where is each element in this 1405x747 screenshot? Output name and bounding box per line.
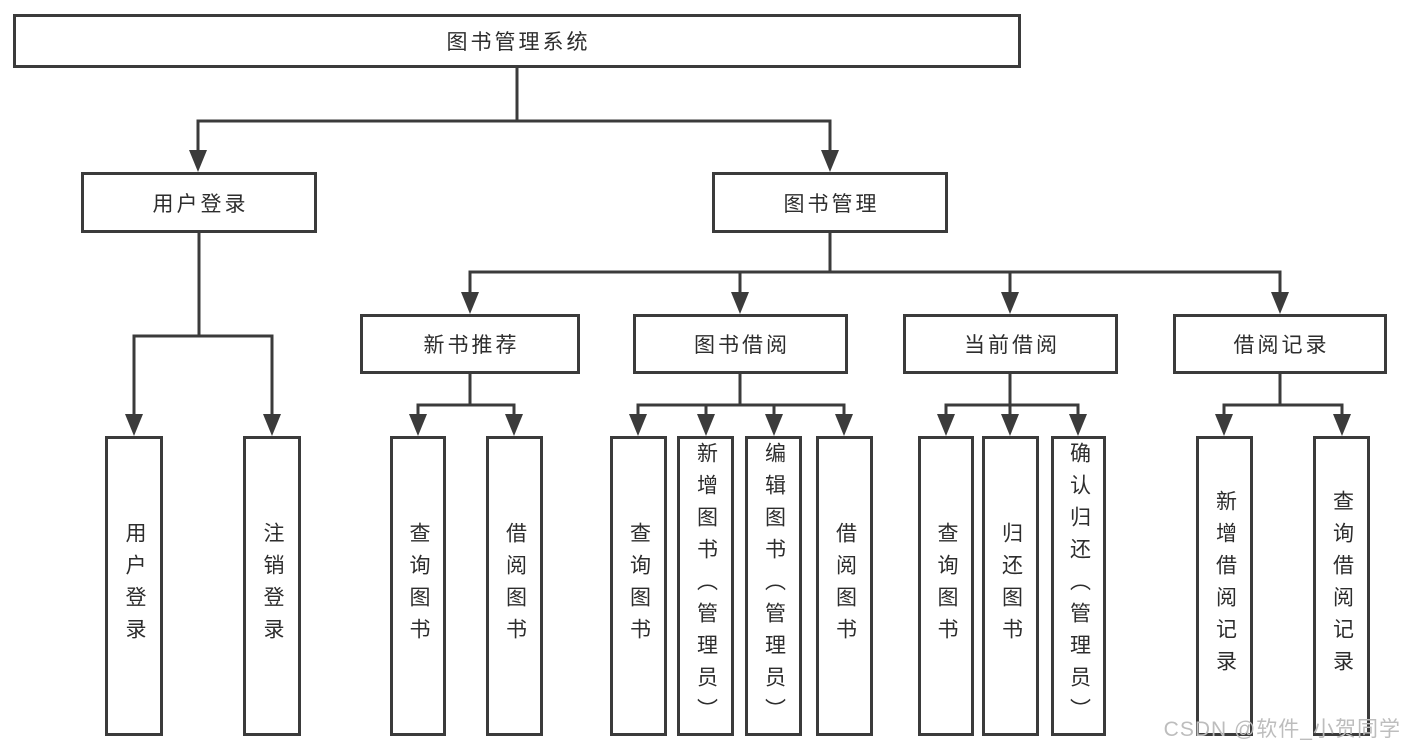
node-confirm-return-admin-label: 确认归还（管理员）	[1067, 442, 1091, 730]
node-user-login: 用户登录	[81, 172, 317, 233]
node-query-books-rec-label: 查询图书	[407, 522, 430, 650]
arrowhead	[1215, 414, 1233, 436]
node-book-management: 图书管理	[712, 172, 948, 233]
arrowhead	[937, 414, 955, 436]
node-return-book-label: 归还图书	[999, 522, 1023, 650]
node-query-books-current: 查询图书	[918, 436, 974, 736]
node-current-borrowing-label: 当前借阅	[964, 334, 1060, 357]
node-borrowing-records-label: 借阅记录	[1233, 334, 1330, 357]
node-logout: 注销登录	[243, 436, 301, 736]
node-book-management-label: 图书管理	[783, 192, 880, 216]
arrowhead	[1333, 414, 1351, 436]
node-root-label: 图书管理系统	[446, 31, 591, 54]
arrowhead	[1271, 292, 1289, 314]
node-current-borrowing: 当前借阅	[903, 314, 1118, 374]
arrowhead	[409, 414, 427, 436]
node-query-books-borrow-label: 查询图书	[627, 522, 651, 650]
arrowhead	[1001, 292, 1019, 314]
arrowhead	[835, 414, 853, 436]
csdn-watermark: CSDN @软件_小贺同学	[1163, 718, 1401, 741]
arrowhead	[697, 414, 715, 436]
node-add-book-admin-label: 新增图书（管理员）	[694, 442, 718, 730]
arrowhead	[821, 150, 839, 172]
node-borrow-books-label: 借阅图书	[833, 522, 857, 650]
arrowhead	[765, 414, 783, 436]
node-query-books-current-label: 查询图书	[935, 522, 958, 650]
arrowhead	[263, 414, 281, 436]
node-user-login-leaf: 用户登录	[105, 436, 163, 736]
node-query-books-rec: 查询图书	[390, 436, 446, 736]
arrowhead	[731, 292, 749, 314]
node-borrow-books: 借阅图书	[816, 436, 873, 736]
node-user-login-leaf-label: 用户登录	[123, 522, 146, 650]
node-add-book-admin: 新增图书（管理员）	[677, 436, 734, 736]
node-new-book-recommendation: 新书推荐	[360, 314, 580, 374]
arrowhead	[1001, 414, 1019, 436]
arrowhead	[1069, 414, 1087, 436]
node-borrow-books-rec-label: 借阅图书	[503, 522, 527, 650]
node-query-books-borrow: 查询图书	[610, 436, 667, 736]
arrowhead	[461, 292, 479, 314]
node-return-book: 归还图书	[982, 436, 1039, 736]
node-borrow-books-rec: 借阅图书	[486, 436, 543, 736]
node-book-borrowing: 图书借阅	[633, 314, 848, 374]
node-query-borrow-record: 查询借阅记录	[1313, 436, 1370, 736]
node-query-borrow-record-label: 查询借阅记录	[1330, 490, 1354, 682]
arrowhead	[125, 414, 143, 436]
arrowhead	[629, 414, 647, 436]
arrowhead	[189, 150, 207, 172]
node-confirm-return-admin: 确认归还（管理员）	[1051, 436, 1106, 736]
arrowhead	[505, 414, 523, 436]
node-add-borrow-record: 新增借阅记录	[1196, 436, 1253, 736]
node-logout-label: 注销登录	[261, 522, 284, 650]
node-borrowing-records: 借阅记录	[1173, 314, 1387, 374]
node-root: 图书管理系统	[13, 14, 1021, 68]
node-edit-book-admin-label: 编辑图书（管理员）	[762, 442, 786, 730]
node-edit-book-admin: 编辑图书（管理员）	[745, 436, 802, 736]
node-new-book-recommendation-label: 新书推荐	[423, 334, 520, 357]
node-user-login-label: 用户登录	[152, 192, 249, 216]
node-add-borrow-record-label: 新增借阅记录	[1213, 490, 1237, 682]
node-book-borrowing-label: 图书借阅	[694, 334, 790, 357]
